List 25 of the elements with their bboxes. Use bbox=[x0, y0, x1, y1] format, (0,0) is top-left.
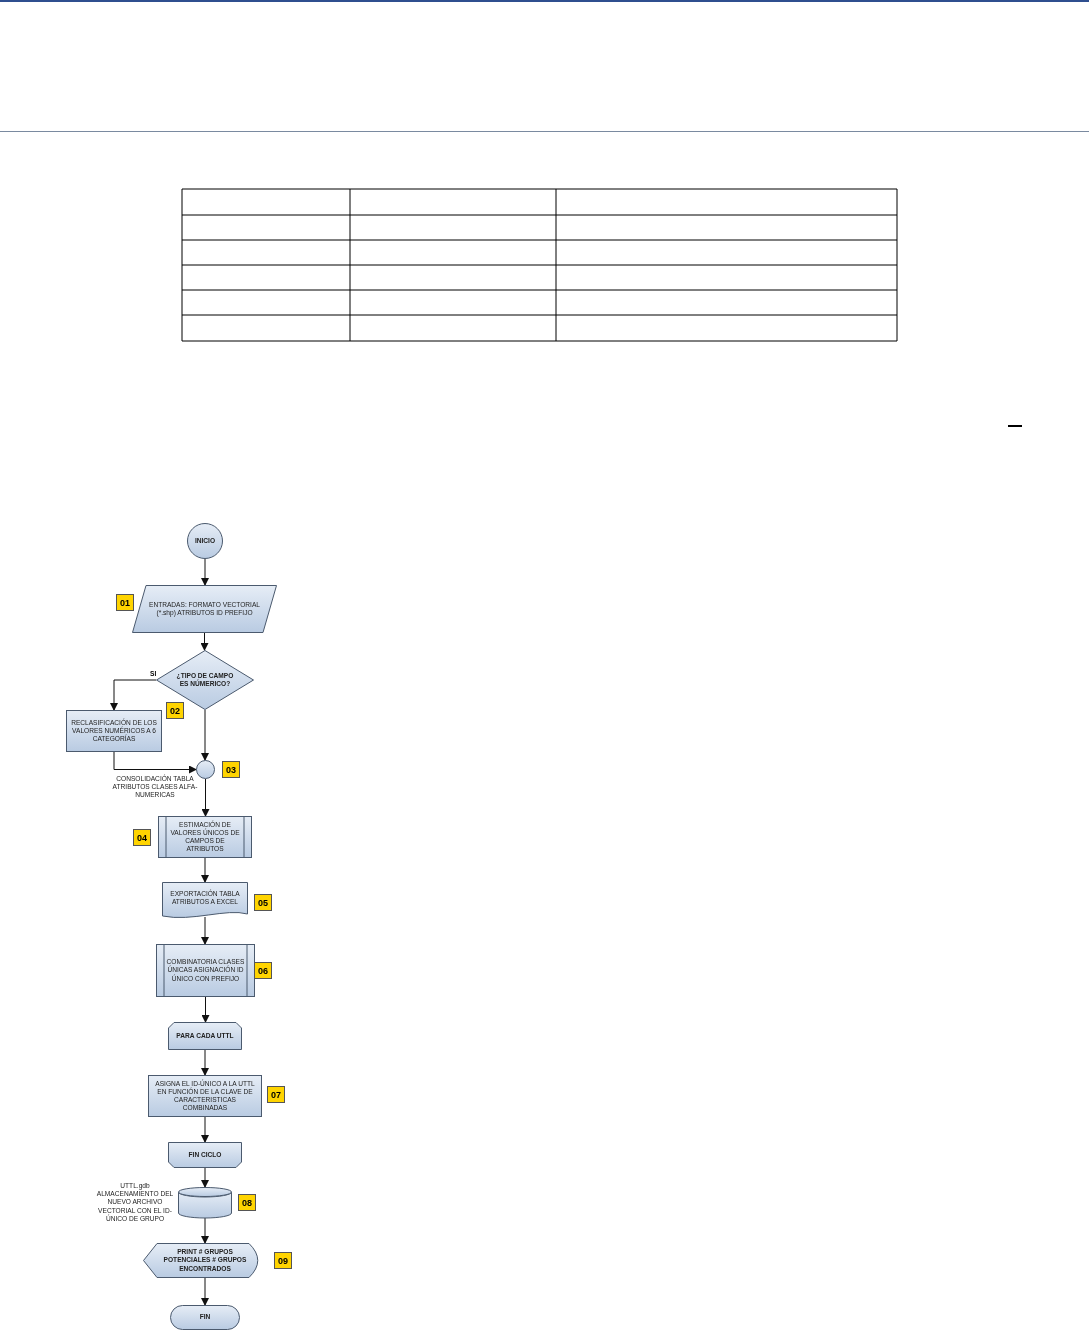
callout-number: 05 bbox=[254, 894, 272, 911]
arrow bbox=[201, 916, 209, 945]
arrow bbox=[201, 778, 210, 817]
callout-number: 01 bbox=[116, 594, 134, 611]
arrow bbox=[110, 679, 157, 711]
arrow bbox=[201, 996, 210, 1023]
arrow bbox=[201, 857, 209, 883]
callout-number: 09 bbox=[274, 1252, 292, 1269]
connector-circle bbox=[196, 760, 215, 779]
database-cylinder bbox=[178, 1187, 232, 1218]
arrow bbox=[201, 1049, 209, 1076]
arrow bbox=[201, 558, 209, 586]
callout-number: 03 bbox=[222, 761, 240, 778]
callout-number: 07 bbox=[267, 1086, 285, 1103]
callout-number: 08 bbox=[238, 1194, 256, 1211]
callout-number: 06 bbox=[254, 962, 272, 979]
callout-number: 02 bbox=[166, 702, 184, 719]
arrow bbox=[200, 632, 209, 651]
arrow bbox=[113, 751, 197, 774]
callout-number: 04 bbox=[133, 829, 151, 846]
arrow bbox=[201, 1167, 209, 1188]
arrow bbox=[201, 1277, 209, 1306]
arrow bbox=[201, 1217, 209, 1244]
arrow bbox=[201, 709, 209, 761]
arrow bbox=[201, 1116, 209, 1143]
